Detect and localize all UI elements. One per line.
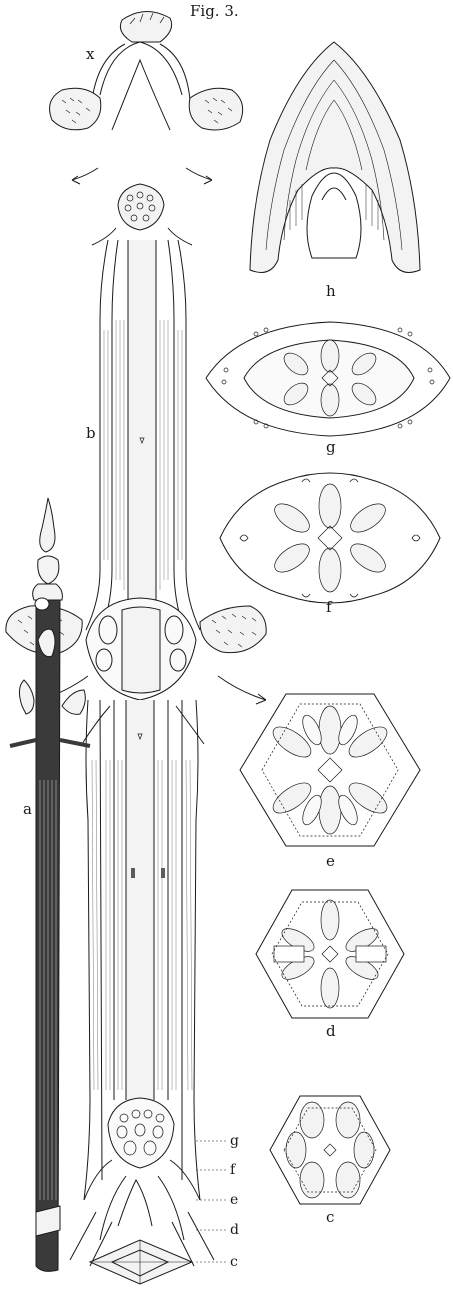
cross-section-f [220,473,440,603]
upper-right-scale [189,88,242,130]
marker-d: d [230,1222,239,1238]
label-x: x [86,45,94,63]
figure-title: Fig. 3. [190,2,239,20]
label-f: f [326,598,332,616]
label-h: h [326,282,336,300]
middle-right-scale [200,606,266,653]
cross-section-c [270,1096,390,1204]
label-b: b [86,424,96,442]
label-g: g [326,438,336,456]
bud-section-h [250,42,420,272]
marker-f: f [230,1162,235,1178]
label-e: e [326,852,335,870]
marker-c: c [230,1254,238,1270]
marker-g: g [230,1133,239,1149]
lower-bud-cluster [108,1098,174,1168]
label-a: a [23,800,32,818]
apical-bud [120,11,171,42]
cross-section-e [240,694,420,846]
cross-section-g [206,322,450,436]
upper-left-scale [50,88,101,130]
marker-e: e [230,1192,238,1208]
label-d: d [326,1022,336,1040]
cross-section-d [256,890,404,1018]
section-leader-lines [196,1141,226,1262]
label-c: c [326,1208,334,1226]
